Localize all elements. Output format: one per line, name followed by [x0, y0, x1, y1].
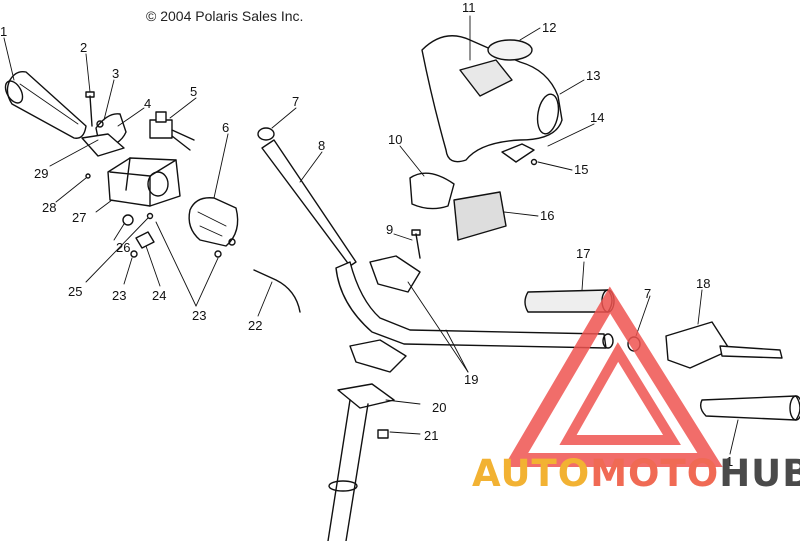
callout-label: 5 — [190, 84, 197, 99]
callout-label: 1 — [0, 24, 7, 39]
watermark-hub: HUB — [719, 452, 800, 495]
handlebar-part — [257, 127, 614, 349]
callout-label: 11 — [462, 0, 476, 15]
callout-label: 9 — [386, 222, 393, 237]
callout-label: 7 — [292, 94, 299, 109]
callout-label: 22 — [248, 318, 262, 333]
watermark-triangle-logo — [503, 286, 723, 467]
small-hardware-parts — [85, 173, 236, 258]
callout-numbers: 1 2 3 4 5 6 7 8 9 10 11 12 13 14 15 16 1… — [0, 0, 733, 469]
right-grip-end-part — [699, 395, 800, 421]
callout-label: 24 — [152, 288, 166, 303]
callout-label: 12 — [542, 20, 556, 35]
clamp-bracket-part — [81, 113, 127, 157]
watermark-auto: AUTO — [472, 452, 591, 495]
callout-label: 3 — [112, 66, 119, 81]
watermark-moto: MOTO — [590, 452, 720, 495]
housing-cover-part — [188, 197, 239, 247]
handlebar-pod-part — [421, 35, 563, 166]
callout-label: 8 — [318, 138, 325, 153]
callout-label: 7 — [644, 286, 651, 301]
watermark-text: AUTOMOTOHUB — [472, 452, 800, 495]
handlebar-clamp-part — [349, 255, 421, 373]
callout-label: 17 — [576, 246, 590, 261]
callout-label: 23 — [112, 288, 126, 303]
throttle-housing-part — [107, 157, 181, 207]
callout-label: 28 — [42, 200, 56, 215]
copyright-notice: © 2004 Polaris Sales Inc. — [146, 8, 304, 24]
callout-label: 15 — [574, 162, 588, 177]
callout-label: 29 — [34, 166, 48, 181]
steering-stem-part — [327, 383, 395, 541]
switch-part — [149, 111, 195, 151]
callout-label: 21 — [424, 428, 438, 443]
callout-label: 16 — [540, 208, 554, 223]
left-grip-part — [4, 70, 87, 139]
callout-label: 4 — [144, 96, 151, 111]
cover-parts — [409, 172, 507, 241]
callout-label: 13 — [586, 68, 600, 83]
callout-label: 14 — [590, 110, 604, 125]
cable-part — [253, 269, 301, 313]
callout-label: 19 — [464, 372, 478, 387]
leader-lines — [3, 15, 739, 455]
callout-label: 20 — [432, 400, 446, 415]
right-switch-part — [627, 321, 783, 369]
callout-label: 25 — [68, 284, 82, 299]
callout-label: 10 — [388, 132, 402, 147]
screw-part — [85, 91, 95, 127]
callout-label: 23 — [192, 308, 206, 323]
callout-label: 1 — [726, 454, 733, 469]
callout-label: 2 — [80, 40, 87, 55]
callout-label: 27 — [72, 210, 86, 225]
callout-label: 18 — [696, 276, 710, 291]
callout-label: 6 — [222, 120, 229, 135]
callout-label: 26 — [116, 240, 130, 255]
bolt-part — [411, 229, 421, 259]
